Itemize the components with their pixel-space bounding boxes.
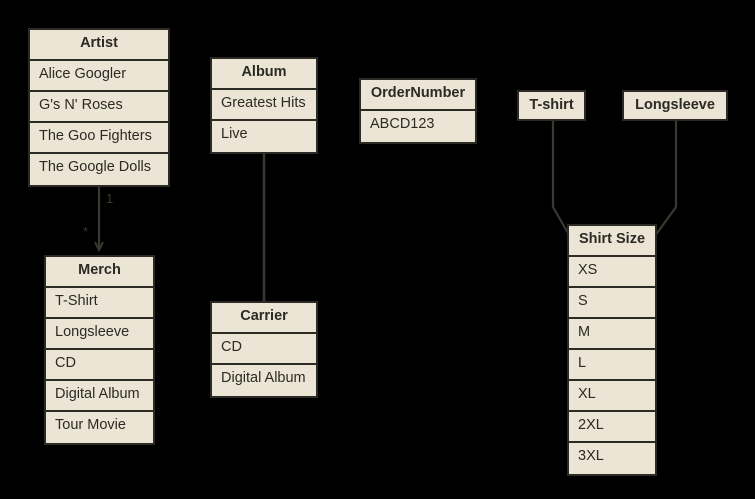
- entity-shirt-size[interactable]: Shirt Size XS S M L XL 2XL 3XL: [567, 224, 657, 476]
- entity-artist-item[interactable]: Alice Googler: [30, 61, 168, 92]
- edge-tshirt-shirtsize: [551, 120, 573, 241]
- entity-merch-item[interactable]: Longsleeve: [46, 319, 153, 350]
- entity-merch-item[interactable]: Digital Album: [46, 381, 153, 412]
- entity-shirt-size-item[interactable]: 2XL: [569, 412, 655, 443]
- entity-album-item[interactable]: Live: [212, 121, 316, 152]
- entity-merch-item[interactable]: CD: [46, 350, 153, 381]
- entity-carrier-item[interactable]: CD: [212, 334, 316, 365]
- entity-shirt-size-item[interactable]: L: [569, 350, 655, 381]
- entity-merch-title: Merch: [46, 257, 153, 288]
- entity-shirt-size-item[interactable]: XL: [569, 381, 655, 412]
- entity-longsleeve[interactable]: Longsleeve: [622, 90, 728, 121]
- entity-shirt-size-item[interactable]: S: [569, 288, 655, 319]
- edge-longsleeve-shirtsize: [651, 120, 678, 241]
- entity-merch-item[interactable]: T-Shirt: [46, 288, 153, 319]
- entity-artist-item[interactable]: The Google Dolls: [30, 154, 168, 185]
- entity-shirt-size-title: Shirt Size: [569, 226, 655, 257]
- entity-artist-title: Artist: [30, 30, 168, 61]
- entity-album-title: Album: [212, 59, 316, 90]
- entity-shirt-size-item[interactable]: M: [569, 319, 655, 350]
- entity-artist-item[interactable]: The Goo Fighters: [30, 123, 168, 154]
- entity-album[interactable]: Album Greatest Hits Live: [210, 57, 318, 154]
- entity-album-item[interactable]: Greatest Hits: [212, 90, 316, 121]
- entity-merch-item[interactable]: Tour Movie: [46, 412, 153, 443]
- edge-label-target-cardinality: *: [83, 224, 89, 239]
- entity-carrier[interactable]: Carrier CD Digital Album: [210, 301, 318, 398]
- entity-order-number-title: OrderNumber: [361, 80, 475, 111]
- entity-merch[interactable]: Merch T-Shirt Longsleeve CD Digital Albu…: [44, 255, 155, 445]
- entity-carrier-title: Carrier: [212, 303, 316, 334]
- entity-artist[interactable]: Artist Alice Googler G's N' Roses The Go…: [28, 28, 170, 187]
- entity-shirt-size-item[interactable]: XS: [569, 257, 655, 288]
- entity-tshirt[interactable]: T-shirt: [517, 90, 586, 121]
- entity-artist-item[interactable]: G's N' Roses: [30, 92, 168, 123]
- entity-shirt-size-item[interactable]: 3XL: [569, 443, 655, 474]
- entity-carrier-item[interactable]: Digital Album: [212, 365, 316, 396]
- entity-order-number[interactable]: OrderNumber ABCD123: [359, 78, 477, 144]
- entity-order-number-item[interactable]: ABCD123: [361, 111, 475, 142]
- edge-label-source-cardinality: 1: [106, 191, 114, 206]
